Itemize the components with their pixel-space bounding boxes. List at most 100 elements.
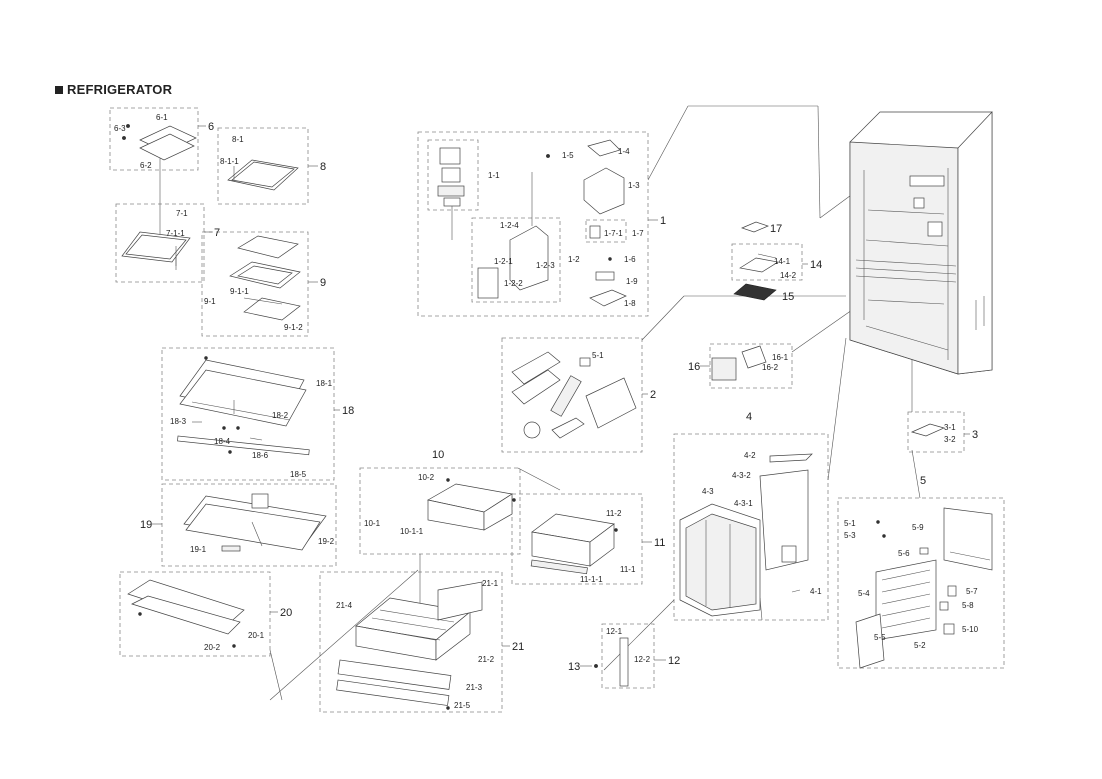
label-21-2: 21-2 (478, 655, 495, 664)
label-5-8: 5-8 (962, 601, 974, 610)
label-16-1: 16-1 (772, 353, 789, 362)
part-3-sensor (910, 423, 946, 437)
label-8-1: 8-1 (232, 135, 244, 144)
label-10-1-1: 10-1-1 (400, 527, 424, 536)
label-13: 13 (568, 661, 580, 673)
group-box-6 (109, 107, 199, 171)
label-5-2: 5-2 (914, 641, 926, 650)
label-8-1-1: 8-1-1 (220, 157, 239, 166)
label-5-7: 5-7 (966, 587, 978, 596)
label-4-1: 4-1 (810, 587, 822, 596)
part-9-shelf (229, 235, 301, 321)
label-20: 20 (280, 607, 292, 619)
label-11: 11 (654, 537, 665, 549)
label-20-1: 20-1 (248, 631, 265, 640)
part-14-guide (739, 253, 779, 273)
label-1-2-3: 1-2-3 (536, 261, 555, 270)
part-8-shelf (227, 159, 299, 191)
label-4-3-1: 4-3-1 (734, 499, 753, 508)
group-box-1 (417, 131, 649, 317)
part-1-icemaker (437, 139, 627, 307)
label-9: 9 (320, 277, 326, 289)
label-18-4: 18-4 (214, 437, 231, 446)
page-title-text: REFRIGERATOR (67, 82, 173, 97)
label-7: 7 (214, 227, 220, 239)
label-21-3: 21-3 (466, 683, 483, 692)
group-box-1-7 (585, 219, 627, 243)
label-3-2: 3-2 (944, 435, 956, 444)
group-box-14 (731, 243, 803, 281)
label-1-8: 1-8 (624, 299, 636, 308)
label-18: 18 (342, 405, 354, 417)
label-5-4: 5-4 (858, 589, 870, 598)
label-1-9: 1-9 (626, 277, 638, 286)
label-21-4: 21-4 (336, 601, 353, 610)
part-12-hinge (594, 637, 629, 687)
label-12-2: 12-2 (634, 655, 651, 664)
label-5-3: 5-3 (844, 531, 856, 540)
part-20-cover (127, 579, 245, 648)
group-box-20 (119, 571, 271, 657)
group-box-9 (201, 231, 309, 337)
label-12-1: 12-1 (606, 627, 623, 636)
label-5-1: 5-1 (844, 519, 856, 528)
part-19-cover (183, 493, 327, 552)
part-2-water-filter (511, 351, 637, 439)
label-11-2: 11-2 (606, 509, 622, 518)
label-5-5: 5-5 (874, 633, 886, 642)
label-9-1: 9-1 (204, 297, 216, 306)
label-18-3: 18-3 (170, 417, 187, 426)
label-21-5: 21-5 (454, 701, 471, 710)
label-4-2: 4-2 (744, 451, 756, 460)
part-7-shelf (121, 231, 191, 266)
label-9-1-2: 9-1-2 (284, 323, 303, 332)
label-21-1: 21-1 (482, 579, 499, 588)
part-10-drawer (427, 478, 516, 531)
group-box-1-2 (471, 217, 561, 303)
page-title: REFRIGERATOR (55, 82, 172, 97)
group-box-3 (907, 411, 965, 453)
label-6-1: 6-1 (156, 113, 168, 122)
label-12: 12 (668, 655, 680, 667)
label-1-7-1: 1-7-1 (604, 229, 623, 238)
label-21: 21 (512, 641, 524, 653)
label-14-1: 14-1 (774, 257, 791, 266)
label-5-9: 5-9 (912, 523, 924, 532)
label-16: 16 (688, 361, 700, 373)
part-21-drawer (336, 581, 483, 710)
label-1-2-4: 1-2-4 (500, 221, 519, 230)
part-5-evaporator (855, 507, 993, 669)
label-18-2: 18-2 (272, 411, 289, 420)
label-3: 3 (972, 429, 978, 441)
label-17: 17 (770, 223, 782, 235)
label-3-1: 3-1 (944, 423, 956, 432)
label-1-7: 1-7 (632, 229, 644, 238)
label-1-6: 1-6 (624, 255, 636, 264)
label-7-1-1: 7-1-1 (166, 229, 185, 238)
title-square-icon (55, 85, 63, 94)
fridge-cabinet (849, 111, 993, 375)
label-1-3: 1-3 (628, 181, 640, 190)
label-1: 1 (660, 215, 666, 227)
label-14: 14 (810, 259, 822, 271)
label-6-2: 6-2 (140, 161, 152, 170)
label-1-1: 1-1 (488, 171, 500, 180)
label-11-1-1: 11-1-1 (580, 575, 603, 584)
part-18-crisper-cover (177, 356, 310, 456)
label-19-2: 19-2 (318, 537, 335, 546)
group-box-2 (501, 337, 643, 453)
group-box-21 (319, 571, 503, 713)
label-10-2: 10-2 (418, 473, 435, 482)
group-box-11 (511, 493, 643, 585)
part-labels: 6 6-1 6-3 6-2 8 8-1 8-1-1 7 7-1 7-1-1 9 … (114, 113, 979, 710)
part-17-bracket (741, 221, 769, 233)
label-5-6: 5-6 (898, 549, 910, 558)
part-11-drawer (530, 513, 618, 575)
group-box-19 (161, 483, 337, 567)
label-5-10: 5-10 (962, 625, 979, 634)
label-14-2: 14-2 (780, 271, 797, 280)
label-8: 8 (320, 161, 326, 173)
label-18-6: 18-6 (252, 451, 269, 460)
group-box-12 (601, 623, 655, 689)
